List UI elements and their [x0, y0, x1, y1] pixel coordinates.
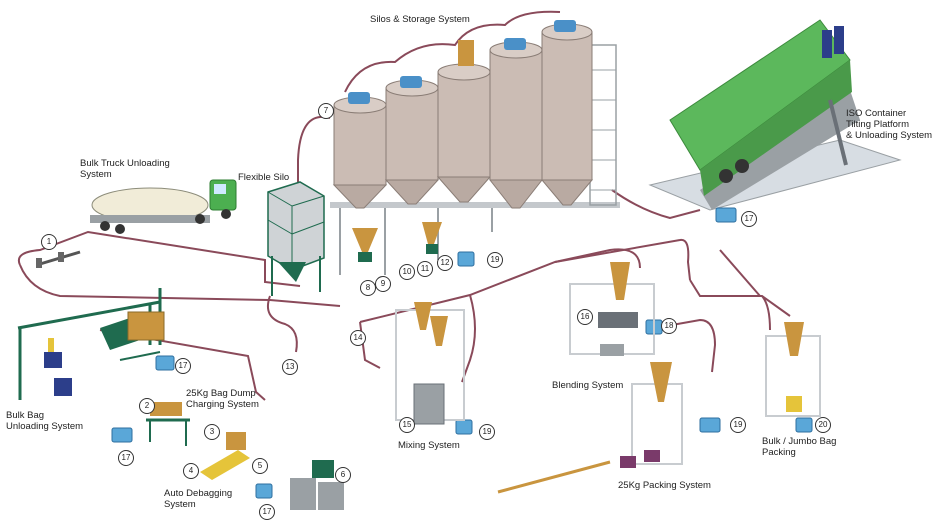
callout-20: 20: [815, 417, 831, 433]
blending-system: [569, 262, 655, 356]
bulk-bag-label-line1: Bulk Bag: [6, 410, 45, 421]
callout-5: 5: [252, 458, 268, 474]
bulk-truck-label-line1: Bulk Truck Unloading: [80, 158, 170, 169]
callout-9: 9: [375, 276, 391, 292]
mixing-system: [395, 302, 465, 425]
blending-label: Blending System: [552, 380, 624, 391]
silos-label: Silos & Storage System: [370, 14, 470, 25]
bag-dump-station: [100, 311, 165, 361]
silo-4: [488, 38, 544, 209]
callout-6: 6: [335, 467, 351, 483]
callout-17-iso: 17: [741, 211, 757, 227]
silo-3: [436, 40, 492, 203]
callout-18: 18: [661, 318, 677, 334]
callout-2: 2: [139, 398, 155, 414]
iso-container-label-line1: ISO Container: [846, 108, 907, 119]
auto-debagging-label-line1: Auto Debagging: [164, 488, 233, 499]
callout-1: 1: [41, 234, 57, 250]
callout-17-debagging: 17: [259, 504, 275, 520]
jumbo-bag-label-line1: Bulk / Jumbo Bag: [762, 436, 837, 447]
truck-coupling: [36, 250, 81, 268]
bag-dump-label-line1: 25Kg Bag Dump: [186, 388, 256, 399]
packing-label: 25Kg Packing System: [618, 480, 711, 491]
bulk-truck: [90, 179, 237, 234]
callout-11: 11: [417, 261, 433, 277]
callout-19-silos: 19: [487, 252, 503, 268]
bulk-truck-label-line2: System: [80, 169, 112, 180]
iso-container-label-line3: & Unloading System: [846, 130, 933, 141]
silo-5: [540, 20, 594, 206]
mixing-label: Mixing System: [398, 440, 460, 451]
callout-14: 14: [350, 330, 366, 346]
jumbo-bag-label-line2: Packing: [762, 447, 796, 458]
iso-container-label-line2: Tilting Platform: [846, 119, 909, 130]
iso-container-platform: [648, 19, 902, 211]
callout-17-bulk-bag: 17: [118, 450, 134, 466]
callout-3: 3: [204, 424, 220, 440]
callout-19-mixing: 19: [479, 424, 495, 440]
callout-8: 8: [360, 280, 376, 296]
packing-system: [497, 362, 683, 494]
callout-15: 15: [399, 417, 415, 433]
bag-dump-label-line2: Charging System: [186, 399, 259, 410]
callout-13: 13: [282, 359, 298, 375]
flexible-silo-label: Flexible Silo: [238, 172, 290, 183]
silo-1: [332, 92, 388, 209]
callout-19-packing: 19: [730, 417, 746, 433]
callout-12: 12: [437, 255, 453, 271]
callout-17-bag-dump: 17: [175, 358, 191, 374]
callout-16: 16: [577, 309, 593, 325]
silo-discharge-hoppers: [352, 222, 442, 262]
jumbo-bag-packing: [765, 322, 821, 417]
bulk-bag-unloader: [17, 288, 162, 400]
silo-2: [384, 76, 440, 205]
auto-debagging-line: [146, 402, 344, 510]
callout-4: 4: [183, 463, 199, 479]
auto-debagging-label-line2: System: [164, 499, 196, 510]
callout-10: 10: [399, 264, 415, 280]
flexible-silo: [267, 181, 325, 296]
bulk-bag-label-line2: Unloading System: [6, 421, 84, 432]
callout-7: 7: [318, 103, 334, 119]
pneumatic-pipelines: [18, 10, 791, 401]
